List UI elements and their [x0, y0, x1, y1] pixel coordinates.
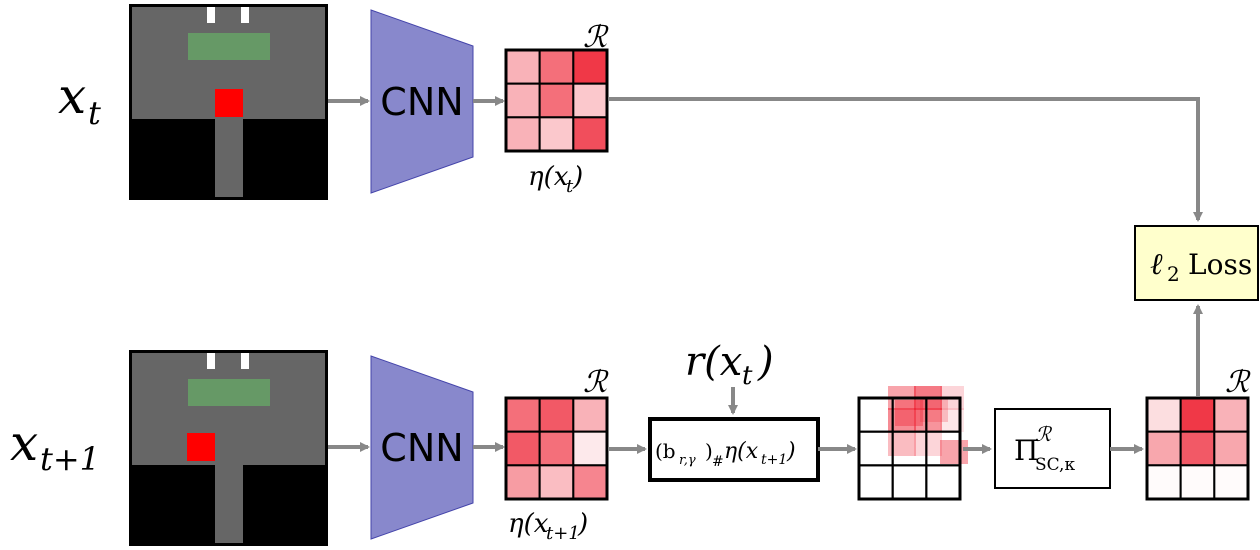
bottom-game-life-2: [241, 353, 249, 369]
pushforward-hash: #: [712, 454, 724, 470]
shifted-patch: [920, 398, 948, 422]
bottom-grid-cell: [572, 397, 608, 433]
loss-ell-sub: 2: [1167, 262, 1180, 286]
bottom-game-life-1: [207, 353, 215, 369]
shifted-grid-border: [857, 396, 962, 501]
shifted-patch: [940, 440, 968, 464]
top-grid-border: [504, 48, 609, 153]
bottom-distribution-grid: [504, 396, 609, 501]
bottom-input-subscript: t+1: [40, 440, 100, 478]
shifted-grid-cell: [858, 464, 894, 501]
shifted-grid-cell: [891, 464, 928, 501]
output-grid-border: [1145, 396, 1250, 501]
top-grid-caption-close: ): [572, 162, 583, 192]
pushforward-eta: η(x: [724, 439, 759, 464]
loss-ell: ℓ: [1150, 247, 1163, 282]
bottom-cnn-label: CNN: [380, 426, 463, 470]
top-game-path: [215, 117, 243, 197]
bottom-grid-caption-sub: t+1: [546, 523, 580, 544]
output-grid-cell: [1146, 397, 1182, 433]
bottom-grid-cell: [538, 464, 575, 501]
projection-sub: SC,κ: [1035, 455, 1075, 475]
projection-symbol: Π: [1014, 434, 1038, 467]
top-cnn-block: [370, 9, 474, 194]
shifted-grid-cell: [858, 397, 894, 433]
top-grid-cell: [572, 116, 608, 153]
projection-sup: ℛ: [1035, 422, 1053, 446]
projection-box: [994, 408, 1111, 489]
top-grid-cell: [505, 49, 541, 85]
bottom-input-label: x: [10, 414, 38, 472]
bottom-grid-caption: η(x: [508, 509, 549, 539]
loss-text: Loss: [1188, 248, 1252, 281]
top-input-subscript: t: [88, 94, 101, 132]
pushforward-open: (b: [655, 439, 676, 463]
bottom-grid-cell: [572, 464, 608, 501]
output-grid-cell: [1213, 397, 1250, 433]
output-grid-cell: [1179, 464, 1216, 501]
output-grid-cell: [1179, 430, 1216, 467]
bottom-grid-cell: [505, 430, 541, 467]
shifted-patch: [914, 408, 942, 432]
shifted-distribution-grid: [857, 386, 968, 501]
bottom-game-path: [215, 463, 243, 543]
pushforward-box: [648, 417, 820, 482]
reward-close: ): [757, 339, 774, 385]
top-game-target: [188, 33, 270, 60]
top-arrow-grid-to-loss: [608, 97, 1203, 222]
bottom-game-field: [132, 353, 325, 465]
top-grid-cell: [538, 49, 575, 85]
output-grid-cell: [1146, 464, 1182, 501]
top-input-label: x: [58, 67, 86, 125]
bottom-grid-cell: [538, 397, 575, 433]
reward-label: r(x: [685, 339, 742, 385]
top-game-life-1: [207, 7, 215, 23]
bottom-grid-cell: [505, 397, 541, 433]
top-grid-cell: [538, 82, 575, 119]
bottom-game-player: [187, 433, 215, 461]
bottom-grid-cell: [572, 430, 608, 467]
top-game-player: [215, 89, 243, 117]
output-distribution-grid: [1145, 396, 1250, 501]
bottom-grid-caption-close: ): [577, 509, 588, 539]
reward-sub: t: [742, 361, 753, 391]
top-grid-caption: η(x: [528, 162, 569, 192]
bottom-grid-cell: [505, 464, 541, 501]
shifted-grid-cell: [925, 464, 961, 501]
pushforward-close: ): [786, 439, 796, 464]
top-grid-caption-sub: t: [566, 176, 574, 197]
top-grid-cell: [505, 116, 541, 153]
shifted-patch: [914, 432, 942, 456]
top-grid-cell: [538, 116, 575, 153]
bottom-grid-border: [504, 396, 609, 501]
top-distribution-grid: [504, 48, 609, 153]
shifted-grid-cell: [858, 430, 894, 467]
top-cnn-label: CNN: [380, 80, 463, 124]
shifted-patch: [895, 400, 923, 426]
bottom-game-frame: [129, 350, 328, 546]
output-grid-cell: [1213, 464, 1250, 501]
top-grid-cell: [572, 49, 608, 85]
loss-box: [1134, 225, 1259, 301]
top-grid-cell: [572, 82, 608, 119]
bottom-game-target: [188, 379, 270, 406]
pushforward-rest: ): [705, 439, 713, 463]
bottom-cnn-block: [370, 355, 474, 540]
output-grid-cell: [1213, 430, 1250, 467]
bottom-grid-cell: [538, 430, 575, 467]
pushforward-eta-sub: t+1: [761, 452, 787, 468]
output-grid-title: ℛ: [1225, 365, 1251, 400]
bottom-grid-title: ℛ: [583, 365, 609, 400]
top-game-life-2: [241, 7, 249, 23]
pushforward-sub: r,γ: [679, 453, 696, 468]
top-game-frame: [129, 4, 328, 200]
output-grid-cell: [1146, 430, 1182, 467]
output-grid-cell: [1179, 397, 1216, 433]
top-grid-cell: [505, 82, 541, 119]
